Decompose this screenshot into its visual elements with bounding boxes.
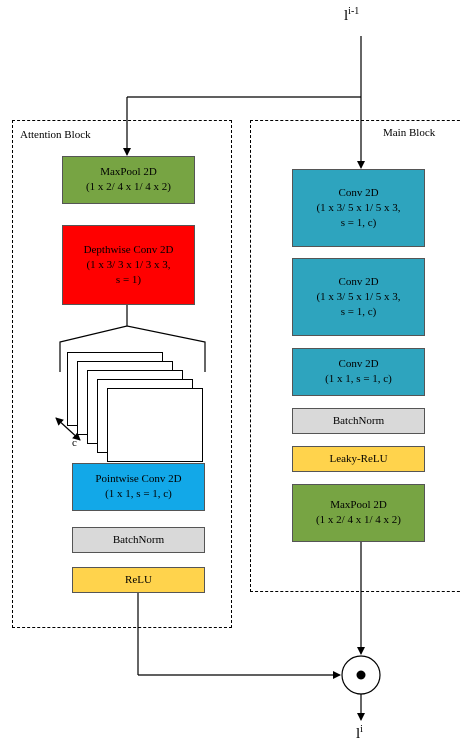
main-conv1-box: Conv 2D (1 x 3/ 5 x 1/ 5 x 3, s = 1, c) — [292, 169, 425, 247]
main-conv3-box: Conv 2D (1 x 1, s = 1, c) — [292, 348, 425, 396]
depthwise-conv-params: (1 x 3/ 3 x 1/ 3 x 3, — [86, 258, 171, 271]
main-conv2-title: Conv 2D — [338, 275, 379, 288]
main-conv2-params: (1 x 3/ 5 x 1/ 5 x 3, — [316, 290, 401, 303]
input-label-text: l — [344, 8, 349, 24]
main-conv1-stride: s = 1, c) — [340, 216, 377, 229]
main-block-title: Main Block — [383, 127, 436, 139]
attention-maxpool-params: (1 x 2/ 4 x 1/ 4 x 2) — [86, 181, 171, 193]
channel-dimension-arrow — [55, 417, 81, 441]
depthwise-conv-title: Depthwise Conv 2D — [83, 243, 174, 256]
output-label-text: l — [356, 726, 361, 742]
main-conv3-params: (1 x 1, s = 1, c) — [325, 373, 392, 385]
output-label: li — [356, 724, 363, 743]
relu-box: ReLU — [72, 567, 205, 593]
attention-batchnorm-label: BatchNorm — [112, 533, 165, 546]
input-label: li-1 — [344, 6, 359, 25]
main-conv1-title: Conv 2D — [338, 186, 379, 199]
main-batchnorm-label: BatchNorm — [332, 414, 385, 427]
main-maxpool-box: MaxPool 2D (1 x 2/ 4 x 1/ 4 x 2) — [292, 484, 425, 542]
attention-block-title: Attention Block — [20, 129, 91, 141]
pointwise-conv-params: (1 x 1, s = 1, c) — [105, 488, 172, 500]
main-conv2-box: Conv 2D (1 x 3/ 5 x 1/ 5 x 3, s = 1, c) — [292, 258, 425, 336]
output-label-superscript: i — [360, 724, 363, 735]
circled-dot-center — [356, 670, 366, 680]
pointwise-conv-box: Pointwise Conv 2D (1 x 1, s = 1, c) — [72, 463, 205, 511]
channel-label: c — [72, 437, 77, 449]
depthwise-conv-stride: s = 1) — [115, 273, 142, 286]
attention-maxpool-box: MaxPool 2D (1 x 2/ 4 x 1/ 4 x 2) — [62, 156, 195, 204]
main-block-frame — [250, 120, 460, 592]
main-maxpool-params: (1 x 2/ 4 x 1/ 4 x 2) — [316, 514, 401, 526]
leaky-relu-box: Leaky-ReLU — [292, 446, 425, 472]
input-label-superscript: i-1 — [348, 6, 360, 17]
expansion-bracket — [59, 325, 206, 372]
main-conv1-params: (1 x 3/ 5 x 1/ 5 x 3, — [316, 201, 401, 214]
feature-map-5 — [107, 388, 203, 462]
main-batchnorm-box: BatchNorm — [292, 408, 425, 434]
attention-maxpool-title: MaxPool 2D — [100, 166, 157, 178]
depthwise-conv-box: Depthwise Conv 2D (1 x 3/ 3 x 1/ 3 x 3, … — [62, 225, 195, 305]
main-conv2-stride: s = 1, c) — [340, 305, 377, 318]
attention-block-frame — [12, 120, 232, 628]
relu-label: ReLU — [125, 573, 152, 586]
attention-batchnorm-box: BatchNorm — [72, 527, 205, 553]
pointwise-conv-title: Pointwise Conv 2D — [95, 473, 182, 485]
main-maxpool-title: MaxPool 2D — [330, 499, 387, 511]
leaky-relu-label: Leaky-ReLU — [329, 452, 388, 465]
main-conv3-title: Conv 2D — [338, 358, 379, 370]
